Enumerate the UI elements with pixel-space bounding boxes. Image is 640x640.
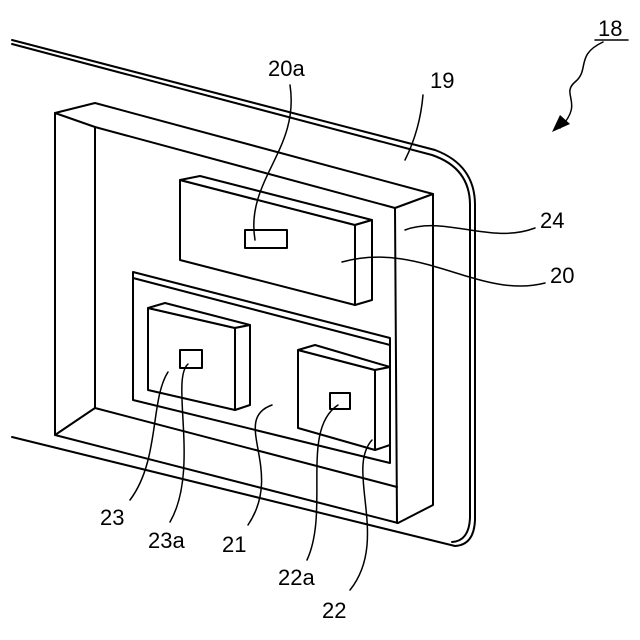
label-18: 18 xyxy=(598,16,622,41)
label-24: 24 xyxy=(540,208,564,233)
assembly-arrow-18 xyxy=(552,40,628,132)
label-23: 23 xyxy=(100,505,124,530)
label-22: 22 xyxy=(322,598,346,623)
label-20: 20 xyxy=(550,263,574,288)
label-19: 19 xyxy=(430,68,454,93)
label-23a: 23a xyxy=(148,528,185,553)
label-20a: 20a xyxy=(268,56,305,81)
port-23a xyxy=(180,350,202,368)
label-21: 21 xyxy=(222,532,246,557)
arrow-shaft xyxy=(560,42,603,128)
port-20a xyxy=(245,230,287,248)
label-22a: 22a xyxy=(278,565,315,590)
port-22a xyxy=(330,393,350,409)
